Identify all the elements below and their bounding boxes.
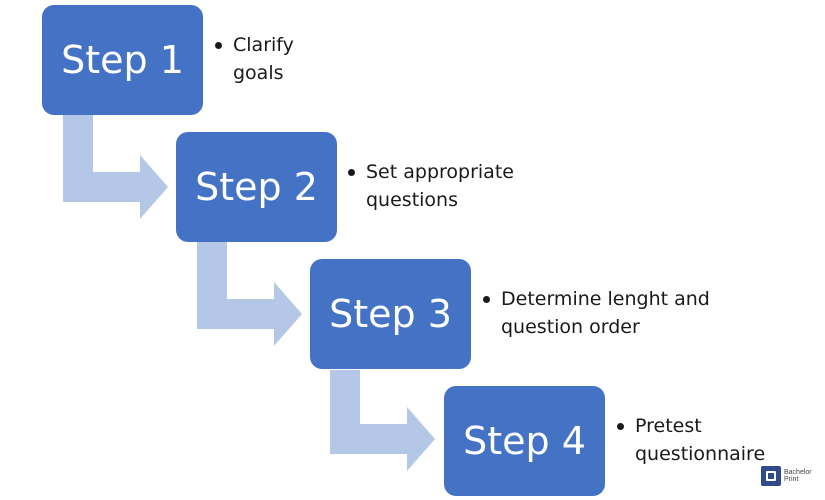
step-1-desc-line-1: Clarify [233,34,294,56]
step-1-label: Step 1 [61,38,184,82]
step-4-desc-line-2: questionnaire [635,443,766,465]
step-3-desc-line-2: question order [501,316,640,338]
step-3-desc-line-1: Determine lenght and [501,288,710,310]
step-2-label: Step 2 [195,165,318,209]
arrow-step2-to-step3 [197,242,302,346]
step-2-desc-line-2: questions [366,189,458,211]
step-1-box: Step 1 [42,5,203,115]
logo-text-line-1: Bachelor [784,469,812,476]
arrow-step1-to-step2 [63,115,168,219]
bullet-icon [483,296,490,303]
step-1-description: Clarify goals [215,31,294,87]
bullet-icon [617,423,624,430]
step-4-desc-line-1: Pretest [635,415,702,437]
bullet-icon [215,42,222,49]
logo-icon [761,466,781,486]
step-4-description: Pretest questionnaire [617,412,765,468]
step-2-desc-line-1: Set appropriate [366,161,514,183]
step-2-description: Set appropriate questions [348,158,514,214]
step-4-box: Step 4 [444,386,605,496]
brand-logo: Bachelor Print [761,466,812,486]
step-3-description: Determine lenght and question order [483,285,710,341]
step-4-label: Step 4 [463,419,586,463]
step-3-label: Step 3 [329,292,452,336]
step-2-box: Step 2 [176,132,337,242]
step-3-box: Step 3 [310,259,471,369]
step-1-desc-line-2: goals [233,62,284,84]
logo-text-line-2: Print [784,476,799,483]
arrow-step3-to-step4 [330,370,435,471]
bullet-icon [348,169,355,176]
